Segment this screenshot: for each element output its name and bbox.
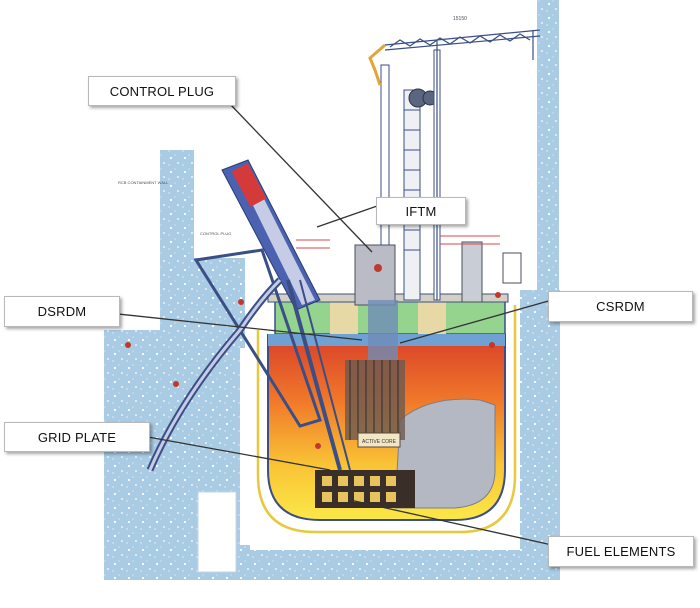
crane-cable-orange [368, 43, 386, 86]
fuel-elements-label: FUEL ELEMENTS [548, 536, 694, 567]
control-plug-note: CONTROL PLUG [200, 231, 231, 236]
leader-control-plug [229, 103, 373, 253]
control-plug-stem [368, 300, 398, 360]
inner-vessel [394, 398, 496, 509]
containment-wall-note: RCB CONTAINMENT WALL [118, 180, 169, 185]
grid-plate-label: GRID PLATE [4, 422, 150, 452]
leader-fuel-elements [349, 499, 553, 546]
core-rods [349, 360, 399, 440]
grid-plate-cells [322, 476, 396, 502]
control-plug-label: CONTROL PLUG [88, 76, 236, 106]
red-markers [125, 292, 501, 449]
core-subassemblies [345, 360, 405, 440]
active-core-box [357, 432, 401, 448]
csrdm-label: CSRDM [548, 291, 693, 322]
top-dimension-note: 15150 [453, 16, 467, 22]
active-core-text: ACTIVE CORE [362, 439, 397, 445]
csrdm-ladder [404, 109, 420, 251]
leader-lines [117, 103, 553, 546]
right-containment-column [537, 0, 559, 300]
inclined-fuel-transfer-machine [146, 159, 351, 472]
control-plug-body [354, 244, 396, 306]
control-plug-marker [374, 264, 382, 272]
grid-plate-structure [315, 470, 415, 508]
crane-structure [384, 29, 541, 300]
leader-iftm [316, 204, 381, 228]
right-top-block [502, 252, 522, 284]
right-lower-wall [520, 290, 560, 580]
central-column [380, 64, 390, 246]
iftm-label: IFTM [376, 197, 466, 225]
lower-left-opening [197, 491, 237, 573]
dsrdm-label: DSRDM [4, 296, 120, 327]
leader-csrdm [399, 299, 553, 344]
leader-dsrdm [117, 313, 363, 341]
roof-slab-beige-left [330, 300, 358, 334]
red-stair-detail [296, 235, 500, 249]
main-vessel-outline [256, 305, 517, 534]
csrdm-drive-column [403, 89, 421, 301]
leader-grid-plate [147, 436, 331, 471]
right-mechanism [461, 241, 483, 303]
roof-slab-beige-right [418, 300, 446, 334]
